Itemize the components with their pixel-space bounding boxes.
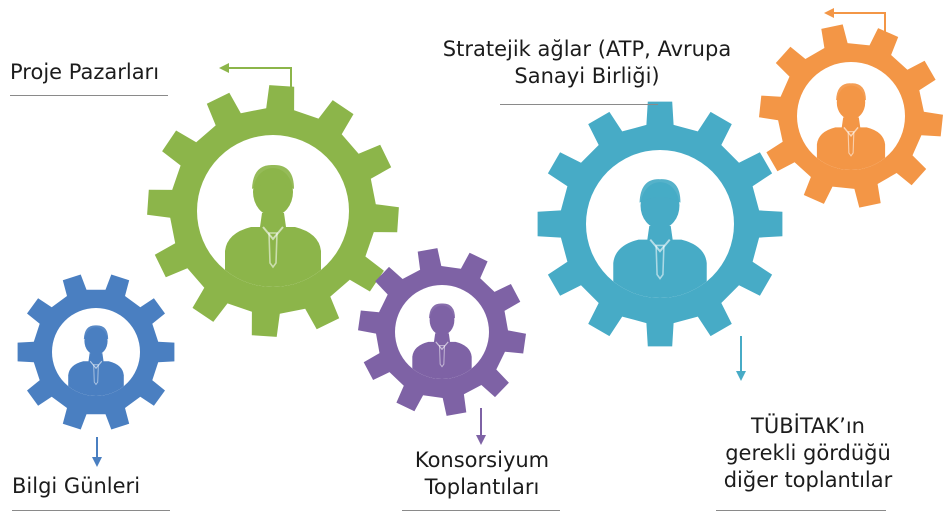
label-stratejik-line1: Stratejik ağlar (ATP, Avrupa [442,37,732,61]
label-stratejik-aglar: Stratejik ağlar (ATP, Avrupa Sanayi Birl… [418,36,756,90]
underline-konsorsiyum [402,510,560,511]
gear-teal [537,101,783,347]
label-tubitak-line2: gerekli gördüğü [725,441,891,465]
underline-proje [10,95,168,96]
label-konsorsiyum-line1: Konsorsiyum [414,448,550,472]
label-konsorsiyum-line2: Toplantıları [424,475,540,499]
label-bilgi-gunleri: Bilgi Günleri [12,474,141,498]
label-tubitak-line1: TÜBİTAK’ın [751,414,865,438]
label-tubitak: TÜBİTAK’ın gerekli gördüğü diğer toplant… [700,413,916,494]
gear-orange [759,24,943,208]
underline-stratejik [500,104,658,105]
person-blue-icon [68,325,124,396]
label-konsorsiyum: Konsorsiyum Toplantıları [382,447,582,501]
person-orange-icon [816,83,886,170]
label-tubitak-line3: diğer toplantılar [723,468,893,492]
label-stratejik-line2: Sanayi Birliği) [514,64,660,88]
underline-bilgi [12,510,170,511]
person-green-icon [225,164,321,287]
underline-tubitak [716,510,886,511]
gear-purple [358,248,526,416]
person-purple-icon [412,303,472,379]
label-proje-pazarlari: Proje Pazarları [10,60,160,84]
gear-green [147,85,399,337]
person-teal-icon [613,179,707,298]
gear-blue [17,274,175,430]
